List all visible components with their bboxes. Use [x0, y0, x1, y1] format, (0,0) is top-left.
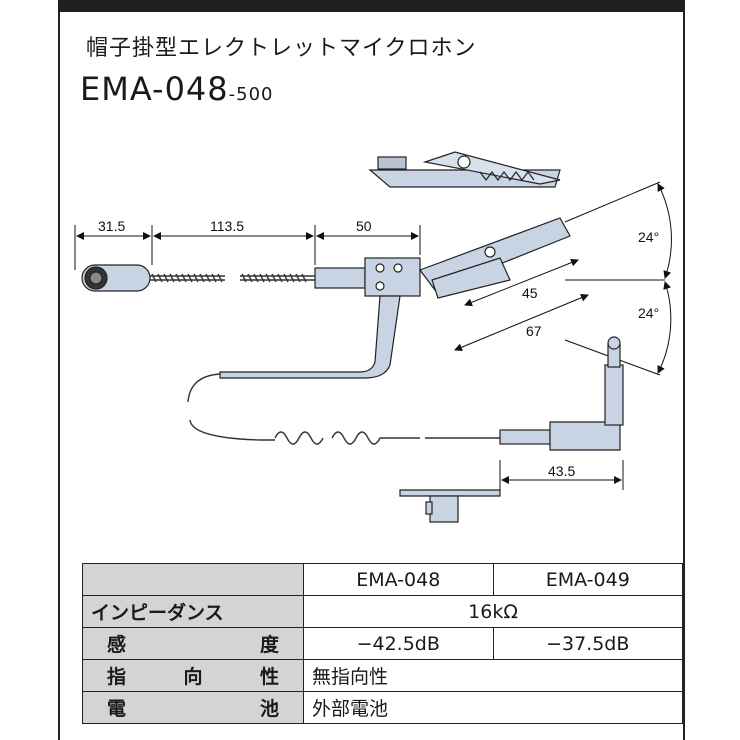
dim-113-5: 113.5: [210, 218, 244, 234]
top-dimension-lines: [74, 225, 421, 270]
spec-header-row: EMA-048 EMA-049: [82, 563, 683, 596]
spec-value-impedance: 16kΩ: [303, 595, 683, 628]
dim-45: 45: [522, 285, 538, 301]
mic-body: [219, 257, 421, 379]
dim-50: 50: [356, 218, 372, 234]
spec-label-sensitivity: 感 度: [82, 627, 304, 660]
dim-67: 67: [526, 323, 542, 339]
spec-value-sensitivity-049: −37.5dB: [492, 627, 683, 660]
dim-31-5: 31.5: [98, 218, 125, 234]
top-bar: [58, 0, 685, 12]
spec-label-directivity: 指 向 性: [82, 659, 304, 692]
model-number: EMA-048-500: [80, 70, 274, 108]
spec-row-impedance: インピーダンス 16kΩ: [82, 595, 683, 628]
spec-row-sensitivity: 感 度 −42.5dB −37.5dB: [82, 627, 683, 660]
spec-table: EMA-048 EMA-049 インピーダンス 16kΩ 感 度 −42.5dB…: [82, 563, 683, 724]
technical-drawing: 31.5 113.5 50 24° 24° 45 67: [74, 151, 672, 523]
angle-upper: 24°: [638, 229, 659, 245]
spec-row-directivity: 指 向 性 無指向性: [82, 659, 683, 692]
model-number-main: EMA-048: [80, 70, 229, 108]
angle-dimensions: [454, 181, 672, 376]
spec-value-sensitivity-048: −42.5dB: [303, 627, 494, 660]
spec-label-impedance: インピーダンス: [82, 595, 304, 628]
cable: [187, 373, 500, 445]
product-title: 帽子掛型エレクトレットマイクロホン: [86, 36, 477, 61]
spec-col-ema048: EMA-048: [303, 563, 494, 596]
plug: [499, 336, 624, 451]
mic-capsule: [81, 264, 151, 292]
gooseneck: [150, 273, 315, 283]
frame-right-rule: [683, 12, 685, 740]
model-number-suffix: -500: [228, 84, 274, 105]
dim-43-5: 43.5: [548, 463, 575, 479]
clip-bottom-view: [399, 489, 501, 523]
angle-lower: 24°: [638, 305, 659, 321]
clip-side-view: [419, 217, 571, 299]
plug-dimension: [499, 460, 624, 490]
clip-top-view: [368, 151, 561, 188]
spec-row-battery: 電 池 外部電池: [82, 691, 683, 724]
spec-col-ema049: EMA-049: [492, 563, 683, 596]
spec-value-battery: 外部電池: [303, 691, 683, 724]
frame-left-rule: [58, 12, 60, 740]
spec-label-battery: 電 池: [82, 691, 304, 724]
spec-corner-cell: [82, 563, 304, 596]
spec-value-directivity: 無指向性: [303, 659, 683, 692]
